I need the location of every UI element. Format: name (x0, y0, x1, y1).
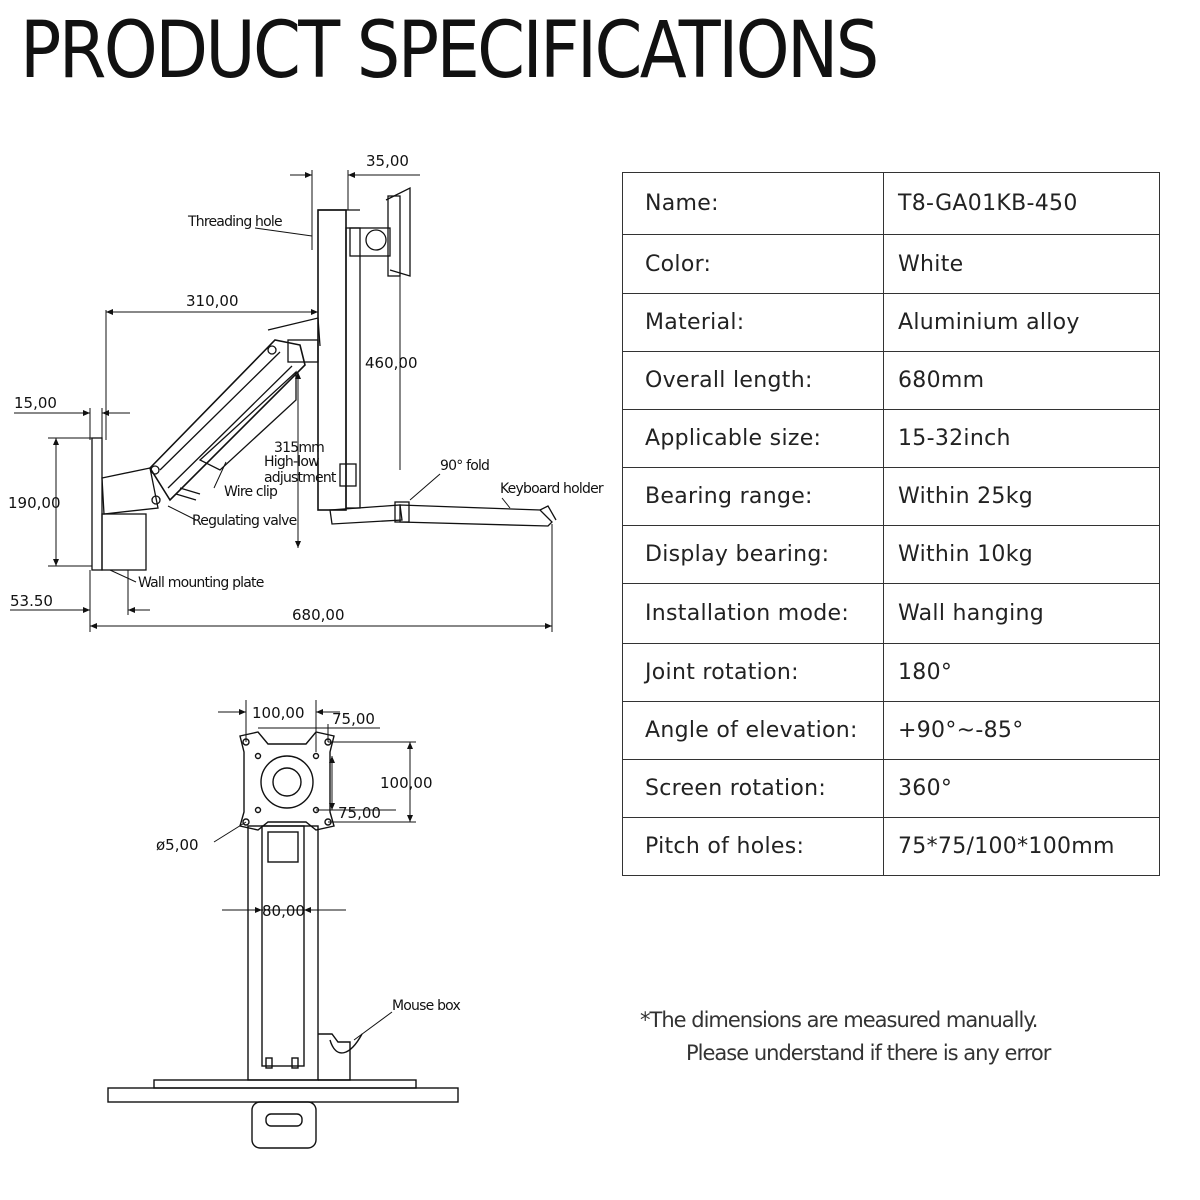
dim-vesa-100-height: 100,00 (380, 774, 433, 792)
spec-row: Name:T8-GA01KB-450 (622, 172, 1160, 235)
label-high-low-2: adjustment (264, 470, 337, 486)
spec-key: Screen rotation: (622, 759, 884, 818)
front-view-labels: 100,00 75,00 100,00 75,00 ø5,00 80,00 Mo… (156, 704, 461, 1014)
spec-row: Color:White (622, 234, 1160, 294)
side-view-drawing (91, 186, 557, 571)
label-mouse-box: Mouse box (392, 998, 460, 1014)
spec-key: Angle of elevation: (622, 701, 884, 760)
spec-row: Pitch of holes:75*75/100*100mm (622, 817, 1160, 876)
spec-row: Display bearing:Within 10kg (622, 525, 1160, 584)
dim-15: 15,00 (14, 394, 57, 412)
wall-plate-shape (91, 437, 103, 571)
dim-53-50: 53.50 (10, 592, 53, 610)
spec-value: Aluminium alloy (883, 293, 1160, 352)
label-threading-hole: Threading hole (187, 214, 282, 230)
spec-value: 680mm (883, 351, 1160, 410)
spec-value: White (883, 234, 1160, 294)
label-keyboard-holder: Keyboard holder (500, 481, 604, 497)
front-column (247, 825, 319, 1081)
spec-value: Within 10kg (883, 525, 1160, 584)
label-regulating-valve: Regulating valve (192, 513, 297, 529)
dim-vesa-75-width: 75,00 (332, 710, 375, 728)
spec-value: Within 25kg (883, 467, 1160, 526)
dim-460: 460,00 (365, 354, 418, 372)
spec-value: Wall hanging (883, 583, 1160, 644)
spec-row: Installation mode:Wall hanging (622, 583, 1160, 644)
spec-row: Screen rotation:360° (622, 759, 1160, 818)
spec-key: Bearing range: (622, 467, 884, 526)
dim-35: 35,00 (366, 152, 409, 170)
label-high-low-1: High-low (264, 454, 319, 470)
spec-row: Overall length:680mm (622, 351, 1160, 410)
dim-315mm: 315mm (274, 440, 324, 456)
gas-spring-arm (148, 339, 306, 502)
spec-key: Pitch of holes: (622, 817, 884, 876)
note-line-1: *The dimensions are measured manually. (640, 1008, 1038, 1032)
dim-hole-diameter: ø5,00 (156, 836, 199, 854)
spec-row: Joint rotation:180° (622, 643, 1160, 702)
dim-vesa-100-width: 100,00 (252, 704, 305, 722)
spec-value: 180° (883, 643, 1160, 702)
dim-310: 310,00 (186, 292, 239, 310)
spec-value: +90°~-85° (883, 701, 1160, 760)
note-line-2: Please understand if there is any error (686, 1041, 1051, 1065)
measurement-note: *The dimensions are measured manually. P… (640, 1004, 1051, 1070)
spec-key: Overall length: (622, 351, 884, 410)
page-title: PRODUCT SPECIFICATIONS (20, 6, 879, 96)
dim-190: 190,00 (8, 494, 61, 512)
vertical-column (317, 209, 347, 511)
spec-key: Installation mode: (622, 583, 884, 644)
spec-key: Applicable size: (622, 409, 884, 468)
spec-key: Name: (622, 172, 884, 235)
spec-key: Color: (622, 234, 884, 294)
spec-key: Material: (622, 293, 884, 352)
spec-row: Angle of elevation:+90°~-85° (622, 701, 1160, 760)
spec-value: T8-GA01KB-450 (883, 172, 1160, 235)
spec-row: Applicable size:15-32inch (622, 409, 1160, 468)
spec-key: Display bearing: (622, 525, 884, 584)
spec-value: 360° (883, 759, 1160, 818)
dim-680: 680,00 (292, 606, 345, 624)
mouse-box (318, 1033, 351, 1081)
spec-row: Bearing range:Within 25kg (622, 467, 1160, 526)
dim-vesa-75-height: 75,00 (338, 804, 381, 822)
front-keyboard-tray (107, 1087, 459, 1103)
front-view-drawing (107, 731, 459, 1149)
spec-value: 15-32inch (883, 409, 1160, 468)
spec-value: 75*75/100*100mm (883, 817, 1160, 876)
vesa-plate (239, 731, 335, 831)
spec-key: Joint rotation: (622, 643, 884, 702)
spec-row: Material:Aluminium alloy (622, 293, 1160, 352)
label-wall-mounting-plate: Wall mounting plate (138, 575, 264, 591)
side-view-labels: 35,00 310,00 460,00 15,00 190,00 53.50 6… (8, 152, 605, 624)
label-wire-clip: Wire clip (224, 484, 278, 500)
label-90-fold: 90° fold (440, 458, 489, 474)
dim-column-80: 80,00 (262, 902, 305, 920)
keyboard-tray (399, 504, 553, 527)
